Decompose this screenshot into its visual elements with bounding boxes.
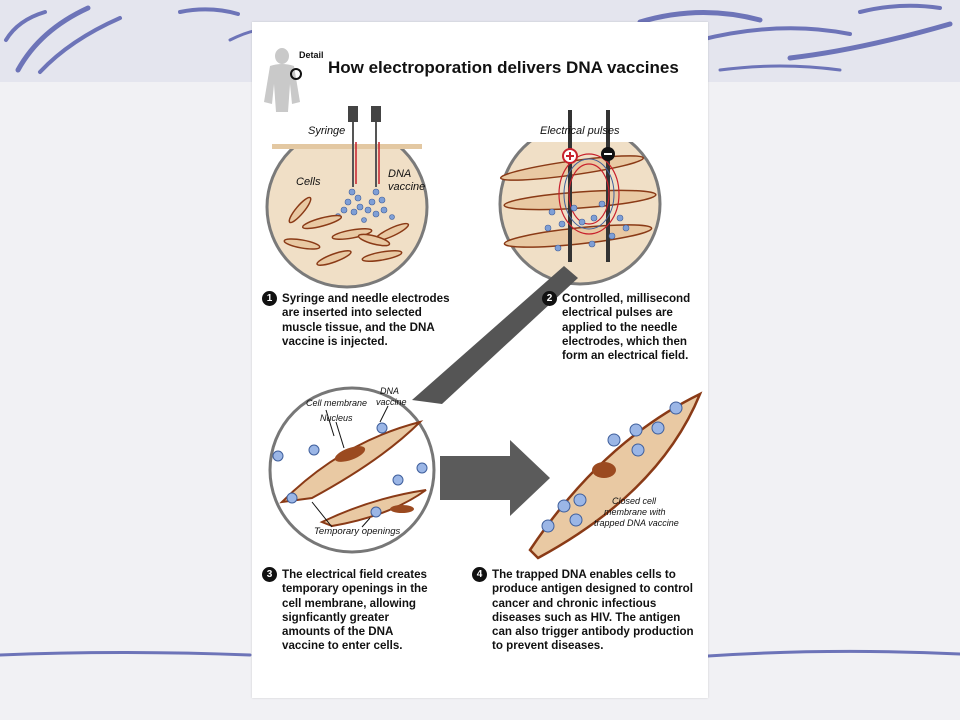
- figure-title: How electroporation delivers DNA vaccine…: [328, 58, 679, 77]
- step-2-caption: 2 Controlled, millisecond electrical pul…: [542, 291, 690, 363]
- step-line: muscle tissue, and the DNA: [282, 320, 435, 334]
- step-line: temporary openings in the: [282, 582, 428, 596]
- dna-label-line1: DNA: [388, 168, 412, 180]
- needle-electrode-icon: [348, 106, 381, 187]
- swirl: [15, 5, 91, 73]
- cells-label: Cells: [296, 176, 321, 188]
- temporary-openings-label: Temporary openings: [314, 526, 401, 537]
- step-line: Controlled, millisecond: [562, 292, 691, 305]
- step-text: Syringe and needle electrodes are insert…: [282, 292, 450, 349]
- nucleus: [592, 462, 616, 478]
- step-line: vaccine to enter cells.: [282, 639, 403, 653]
- swirl: [858, 3, 942, 14]
- step-number-badge: 2: [542, 291, 557, 306]
- muscle-cells: [283, 196, 410, 266]
- step-line: diseases such as HIV. The antigen: [492, 610, 681, 624]
- step-number-badge: 4: [472, 567, 487, 582]
- closed-cell-label-line3: trapped DNA vaccine: [594, 518, 679, 528]
- closed-cell-panel: [528, 391, 703, 560]
- swirl: [38, 16, 122, 74]
- step-line: amounts of the DNA: [282, 625, 394, 639]
- step-line: cancer and chronic infectious: [492, 596, 657, 610]
- zoom-connector: [412, 266, 578, 404]
- detail-label: Detail: [299, 50, 324, 60]
- nucleus: [334, 446, 366, 462]
- step-line: form an electrical field.: [562, 349, 689, 363]
- step-text: The electrical field creates temporary o…: [282, 568, 428, 654]
- closed-cell-label-line1: Closed cell: [612, 496, 657, 506]
- dna-vaccine-particles: [272, 422, 428, 518]
- step-line: The electrical field creates: [282, 568, 427, 581]
- positive-electrode-icon: [562, 148, 578, 164]
- step-text: The trapped DNA enables cells to produce…: [492, 568, 694, 654]
- dna-vaccine-cloud: [335, 188, 395, 223]
- step-1-caption: 1 Syringe and needle electrodes are inse…: [262, 291, 450, 349]
- step-line: electrical pulses are: [562, 306, 673, 320]
- closed-cell-label-line2: membrane with: [604, 507, 666, 517]
- step-line: produce antigen designed to control: [492, 582, 693, 596]
- step-line: are inserted into selected: [282, 306, 422, 320]
- step-line: vaccine is injected.: [282, 334, 388, 348]
- syringe-injection-panel: [265, 88, 429, 289]
- step-line: applied to the needle: [562, 320, 678, 334]
- swirl: [4, 10, 47, 42]
- step-line: signficantly greater: [282, 610, 389, 624]
- step-line: can also trigger antibody production: [492, 625, 694, 639]
- nucleus: [390, 505, 414, 513]
- infographic-drawing: [264, 48, 703, 560]
- arrow-right-icon: [440, 440, 550, 516]
- step-number-badge: 3: [262, 567, 277, 582]
- swirl: [178, 7, 240, 16]
- negative-electrode-icon: [601, 147, 615, 161]
- step-line: cell membrane, allowing: [282, 596, 417, 610]
- panel3-dna-label-line2: vaccine: [376, 397, 407, 407]
- electrical-pulses-label: Electrical pulses: [540, 125, 620, 137]
- step-line: electrodes, which then: [562, 334, 687, 348]
- swirl: [0, 651, 252, 657]
- infographic-card: Detail How electroporation delivers DNA …: [252, 22, 708, 698]
- step-line: The trapped DNA enables cells to: [492, 568, 676, 581]
- cell-membrane-label: Cell membrane: [306, 398, 368, 408]
- swirl: [718, 64, 842, 72]
- step-text: Controlled, millisecond electrical pulse…: [562, 292, 690, 363]
- cell-membrane-panel: [268, 386, 436, 554]
- electrical-pulses-panel: [498, 86, 662, 286]
- swirl: [637, 10, 763, 25]
- step-3-caption: 3 The electrical field creates temporary…: [262, 567, 428, 654]
- dna-vaccine-particles: [544, 200, 630, 252]
- step-line: to prevent diseases.: [492, 639, 604, 653]
- swirl: [787, 21, 953, 61]
- cell-with-openings: [279, 420, 424, 504]
- trapped-dna-particles: [541, 401, 683, 533]
- human-body-icon: [264, 48, 302, 112]
- panel3-dna-label-line1: DNA: [380, 386, 400, 396]
- dna-label-line2: vaccine: [388, 181, 426, 193]
- step-4-caption: 4 The trapped DNA enables cells to produ…: [472, 567, 694, 654]
- syringe-label: Syringe: [308, 125, 346, 137]
- nucleus-label: Nucleus: [320, 413, 353, 423]
- swirl: [698, 26, 852, 42]
- step-number-badge: 1: [262, 291, 277, 306]
- step-line: Syringe and needle electrodes: [282, 292, 450, 305]
- swirl: [706, 649, 960, 658]
